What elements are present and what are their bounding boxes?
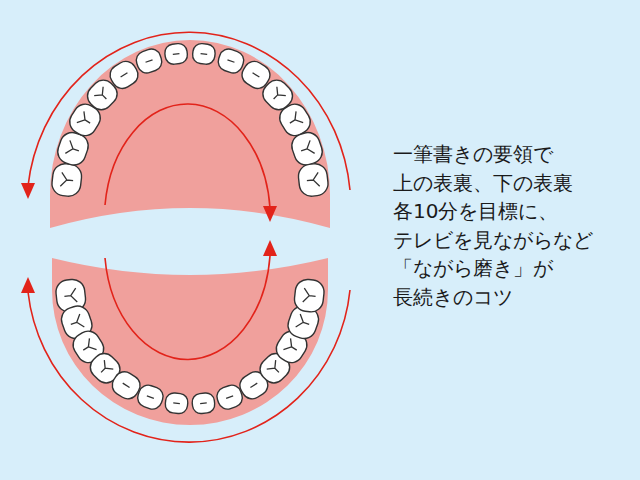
tip-note: 一筆書きの要領で上の表裏、下の表裏各10分を目標に、テレビを見ながらなど「ながら… <box>393 140 593 311</box>
teeth <box>51 43 330 415</box>
note-line: 上の表裏、下の表裏 <box>393 169 593 198</box>
note-line: 一筆書きの要領で <box>393 140 593 169</box>
note-line: 各10分を目標に、 <box>393 197 593 226</box>
tooth <box>192 43 216 65</box>
tooth <box>297 163 329 198</box>
tooth <box>134 46 165 75</box>
tooth <box>164 43 188 65</box>
tooth <box>216 46 247 75</box>
note-line: テレビを見ながらなど <box>393 226 593 255</box>
tooth <box>191 392 215 414</box>
lower-gum <box>52 258 328 425</box>
tooth <box>293 278 325 313</box>
tooth <box>289 129 326 168</box>
tooth <box>51 163 83 198</box>
note-line: 「ながら磨き」が <box>393 254 593 283</box>
note-line: 長続きのコツ <box>393 283 593 312</box>
tooth <box>164 392 188 414</box>
brushing-arrows <box>28 32 350 442</box>
tooth <box>135 383 166 412</box>
arrow-heads <box>21 183 277 293</box>
